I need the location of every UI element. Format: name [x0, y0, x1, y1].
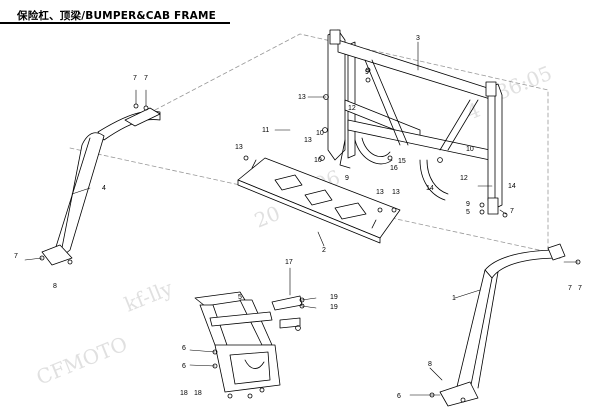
callout-9: 9 — [466, 201, 470, 208]
callout-9: 9 — [365, 69, 369, 76]
callout-8: 8 — [428, 361, 432, 368]
callout-5: 5 — [238, 294, 242, 301]
callout-11: 11 — [262, 127, 269, 134]
callout-14: 14 — [508, 183, 516, 190]
callout-19: 19 — [330, 294, 338, 301]
callout-7: 7 — [133, 75, 137, 82]
assembly-outline — [69, 33, 549, 253]
callout-6: 6 — [182, 345, 186, 352]
callout-18: 18 — [180, 390, 188, 397]
watermark-user: kf-lly — [121, 276, 177, 317]
callout-7: 7 — [144, 75, 148, 82]
right-pillar-part-1 — [439, 243, 566, 407]
callout-7: 7 — [568, 285, 572, 292]
callout-13: 13 — [376, 189, 384, 196]
front-bumper-part-5 — [194, 291, 281, 393]
callout-9: 9 — [345, 175, 349, 182]
callout-13: 13 — [298, 94, 306, 101]
bracket-part-17 — [271, 295, 303, 329]
callout-19: 19 — [330, 304, 338, 311]
callout-12: 12 — [460, 175, 468, 182]
callout-10: 10 — [466, 146, 474, 153]
front-panel-part-2 — [237, 157, 401, 244]
watermark-brand: CFMOTO — [33, 331, 131, 389]
rear-frame-part-3 — [327, 29, 503, 215]
callout-7: 7 — [14, 253, 18, 260]
callout-6: 6 — [182, 363, 186, 370]
callout-17: 17 — [285, 259, 293, 266]
callout-13: 13 — [392, 189, 400, 196]
watermark-date: 20 — [251, 201, 284, 233]
callout-16: 16 — [390, 165, 398, 172]
callout-labels: 3 7 7 13 12 9 11 10 13 13 10 16 15 9 13 … — [14, 35, 582, 400]
callout-14: 14 — [426, 185, 434, 192]
diagram-title: 保险杠、顶梁/BUMPER&CAB FRAME — [17, 10, 217, 22]
title-underline — [0, 22, 230, 24]
callout-7: 7 — [578, 285, 582, 292]
callout-15: 15 — [398, 158, 406, 165]
callout-10: 10 — [314, 157, 322, 164]
fasteners — [39, 67, 581, 403]
callout-12: 12 — [348, 105, 356, 112]
callout-1: 1 — [452, 295, 456, 302]
callout-5: 5 — [466, 209, 470, 216]
callout-3: 3 — [416, 35, 420, 42]
callout-4: 4 — [102, 185, 106, 192]
callout-2: 2 — [322, 247, 326, 254]
callout-6: 6 — [397, 393, 401, 400]
callout-18: 18 — [194, 390, 202, 397]
callout-13: 13 — [304, 137, 312, 144]
callout-13: 13 — [235, 144, 243, 151]
callout-8: 8 — [53, 283, 57, 290]
callout-10: 10 — [316, 130, 324, 137]
left-pillar-part-4 — [41, 107, 161, 266]
callout-7: 7 — [510, 208, 514, 215]
